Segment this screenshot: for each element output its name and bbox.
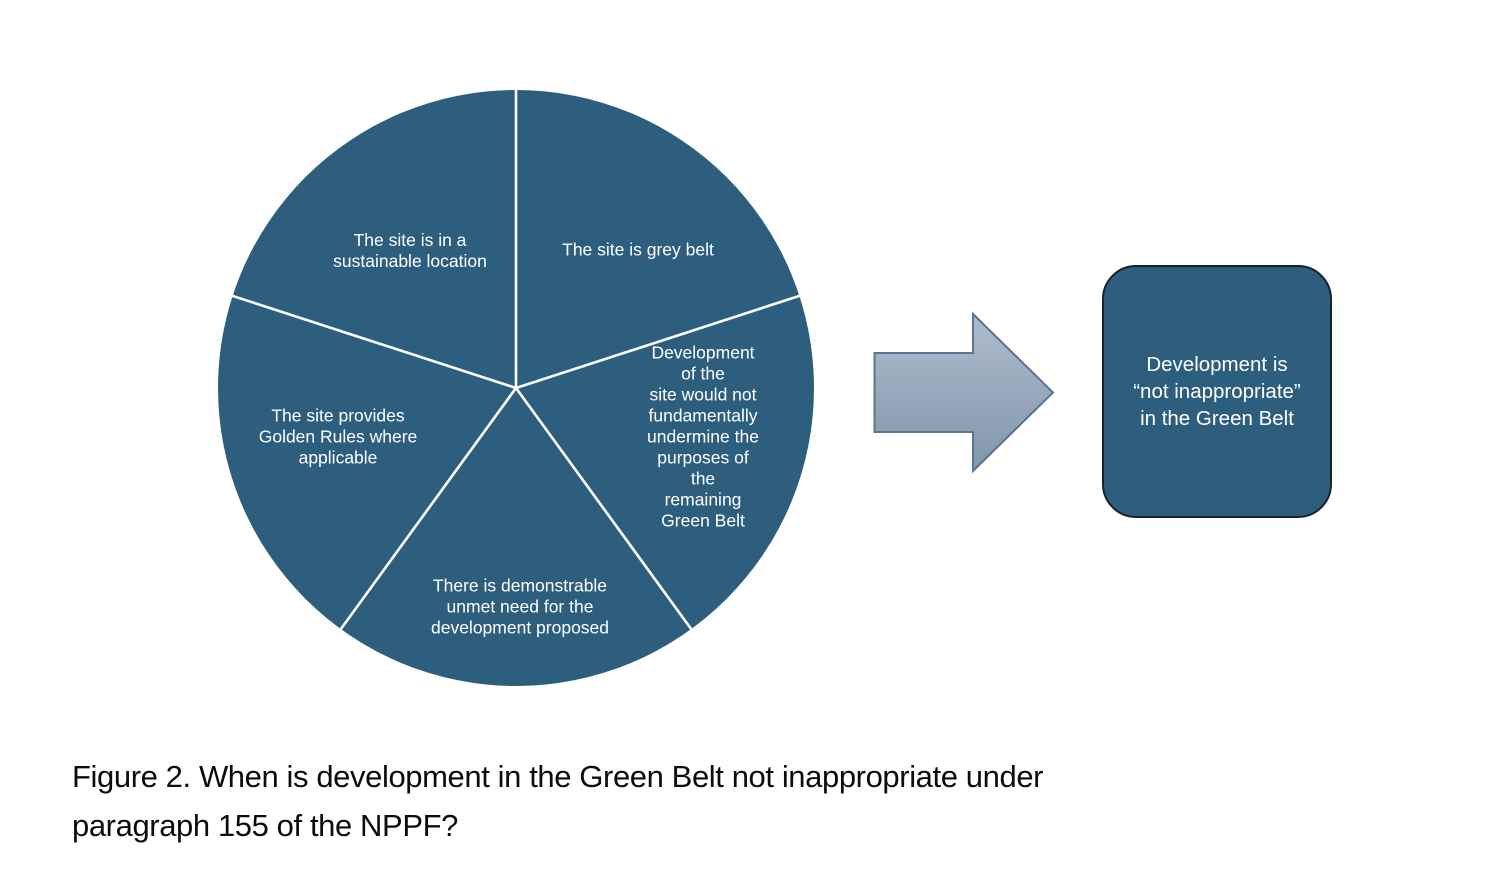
result-box-label: Development is “not inappropriate” in th… xyxy=(1133,353,1301,430)
right-arrow-shape xyxy=(873,312,1055,474)
figure-caption: Figure 2. When is development in the Gre… xyxy=(72,759,1044,843)
pie-slice-label-not-undermine-purposes: Development of the site would not fundam… xyxy=(647,342,759,531)
right-arrow-icon xyxy=(873,312,1055,474)
pie-divider-upper-left xyxy=(232,294,517,390)
pie-divider-upper-right xyxy=(515,294,800,390)
pie-chart: The site is in a sustainable location Th… xyxy=(216,88,816,688)
result-box: Development is “not inappropriate” in th… xyxy=(1102,265,1332,518)
pie-slice-label-golden-rules: The site provides Golden Rules where app… xyxy=(258,405,418,468)
pie-divider-lower-right xyxy=(514,387,693,630)
pie-divider-lower-left xyxy=(339,387,518,630)
pie-slice-label-sustainable-location: The site is in a sustainable location xyxy=(333,230,487,271)
pie-slice-label-grey-belt: The site is grey belt xyxy=(562,239,714,260)
pie-slice-label-unmet-need: There is demonstrable unmet need for the… xyxy=(430,575,610,638)
pie-chart-graphic xyxy=(218,90,814,686)
pie-dividers xyxy=(232,90,800,630)
